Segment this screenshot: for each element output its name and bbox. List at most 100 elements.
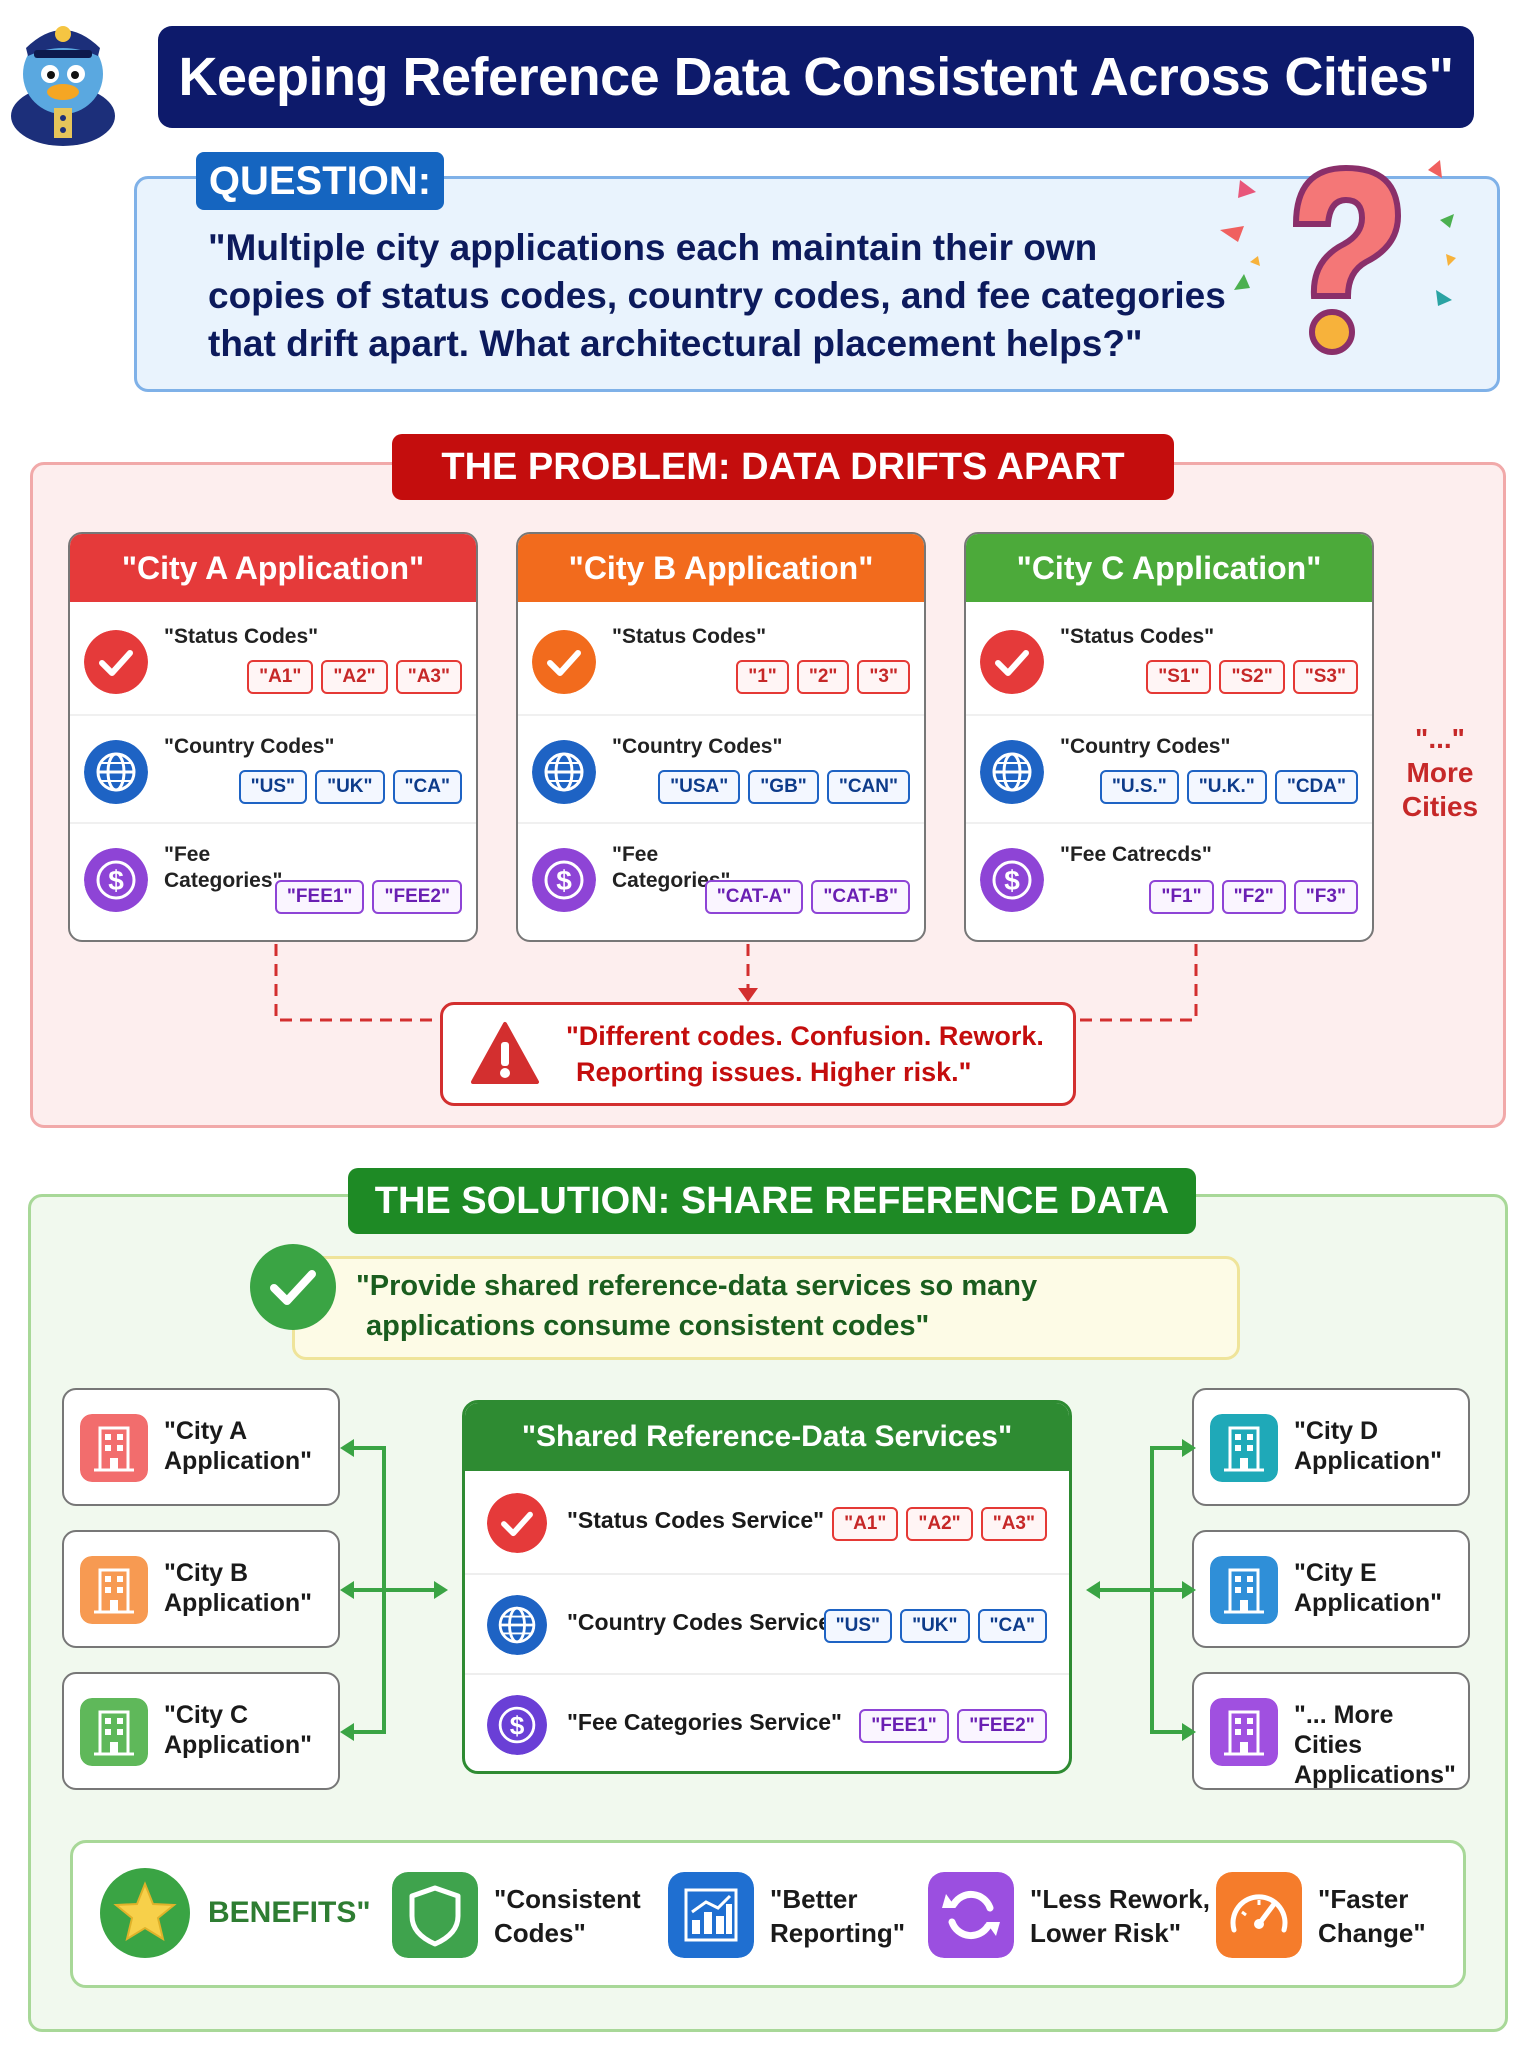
benefit-label-line: "Consistent bbox=[494, 1884, 641, 1914]
row-label: "Country Codes" bbox=[612, 735, 783, 758]
check-icon bbox=[532, 630, 596, 694]
benefit-label-line: Codes" bbox=[494, 1918, 586, 1948]
benefit-label: "Consistent Codes" bbox=[494, 1882, 641, 1950]
provide-line: applications consume consistent codes" bbox=[366, 1310, 930, 1342]
country-codes-row: "Country Codes" "US" "UK" "CA" bbox=[70, 714, 476, 822]
status-codes-row: "Status Codes" "S1" "S2" "S3" bbox=[966, 606, 1372, 714]
code-chip: "US" bbox=[238, 770, 308, 804]
code-chip: "CAN" bbox=[826, 770, 910, 804]
benefit-label-line: Change" bbox=[1318, 1918, 1426, 1948]
shared-services-title: "Shared Reference-Data Services" bbox=[465, 1403, 1069, 1471]
code-chip: "CDA" bbox=[1274, 770, 1358, 804]
check-icon bbox=[250, 1244, 336, 1330]
code-chip: "A1" bbox=[832, 1507, 899, 1541]
svg-text:$: $ bbox=[556, 865, 572, 896]
building-icon bbox=[80, 1414, 148, 1482]
question-line: that drift apart. What architectural pla… bbox=[208, 323, 1143, 364]
country-codes-row: "Country Codes" "USA" "GB" "CAN" bbox=[518, 714, 924, 822]
service-label: "Fee Categories Service" bbox=[567, 1709, 842, 1735]
code-chip: "CA" bbox=[392, 770, 462, 804]
city-card-title: "City C Application" bbox=[966, 534, 1372, 602]
benefit-label: "Less Rework, Lower Risk" bbox=[1030, 1882, 1210, 1950]
question-line: "Multiple city applications each maintai… bbox=[208, 227, 1098, 268]
benefit-label-line: "Better bbox=[770, 1884, 858, 1914]
globe-icon bbox=[84, 740, 148, 804]
city-b-card: "City B Application" "Status Codes" "1" … bbox=[516, 532, 926, 942]
code-chip: "F1" bbox=[1149, 880, 1214, 914]
fee-categories-row: $ "Fee Catrecds" "F1" "F2" "F3" bbox=[966, 822, 1372, 930]
benefit-label-line: Lower Risk" bbox=[1030, 1918, 1182, 1948]
check-icon bbox=[84, 630, 148, 694]
city-a-card: "City A Application" "Status Codes" "A1"… bbox=[68, 532, 478, 942]
fee-categories-service-row: $ "Fee Categories Service" "FEE1" "FEE2" bbox=[465, 1673, 1069, 1771]
row-label: "Country Codes" bbox=[1060, 735, 1231, 758]
code-chip: "1" bbox=[736, 660, 789, 694]
code-chip: "UK" bbox=[900, 1609, 970, 1643]
question-panel bbox=[134, 176, 1500, 392]
code-chip: "A3" bbox=[395, 660, 462, 694]
app-label-line: "City C bbox=[164, 1701, 249, 1729]
building-icon bbox=[1210, 1556, 1278, 1624]
code-chip: "2" bbox=[796, 660, 850, 694]
code-chip: "FEE2" bbox=[372, 880, 462, 914]
code-chip: "UK" bbox=[315, 770, 385, 804]
building-icon bbox=[1210, 1414, 1278, 1482]
code-chip: "U.S." bbox=[1099, 770, 1179, 804]
country-codes-service-row: "Country Codes Service" "US" "UK" "CA" bbox=[465, 1573, 1069, 1673]
code-chip: "FEE1" bbox=[274, 880, 365, 914]
page-title: Keeping Reference Data Consistent Across… bbox=[158, 26, 1474, 128]
row-label-line: "Fee bbox=[164, 843, 211, 866]
app-label-line: Application" bbox=[164, 1589, 312, 1617]
app-label-line: "City B bbox=[164, 1559, 249, 1587]
benefit-label-line: "Faster bbox=[1318, 1884, 1409, 1914]
code-chip: "FEE1" bbox=[859, 1709, 949, 1743]
row-label: "Fee Catrecds" bbox=[1060, 842, 1212, 868]
code-chip: "S1" bbox=[1146, 660, 1212, 694]
warning-icon bbox=[471, 1022, 539, 1084]
code-chip: "GB" bbox=[748, 770, 819, 804]
shared-services-card: "Shared Reference-Data Services" "Status… bbox=[462, 1400, 1072, 1774]
bar-chart-icon bbox=[668, 1872, 754, 1958]
benefits-title: BENEFITS" bbox=[208, 1896, 371, 1929]
question-mark-icon bbox=[1220, 160, 1456, 355]
code-chip: "F2" bbox=[1221, 880, 1286, 914]
code-chip: "A2" bbox=[321, 660, 388, 694]
solution-tag: THE SOLUTION: SHARE REFERENCE DATA bbox=[348, 1168, 1196, 1234]
question-text: "Multiple city applications each maintai… bbox=[208, 224, 1238, 368]
shield-icon bbox=[392, 1872, 478, 1958]
code-chip: "A1" bbox=[247, 660, 314, 694]
app-label-line: Application" bbox=[1294, 1447, 1442, 1475]
svg-text:$: $ bbox=[108, 865, 124, 896]
row-label: "Country Codes" bbox=[164, 735, 335, 758]
code-chip: "USA" bbox=[658, 770, 741, 804]
question-line: copies of status codes, country codes, a… bbox=[208, 275, 1226, 316]
row-label-line: Categories" bbox=[612, 869, 731, 892]
code-chip: "CAT-A" bbox=[704, 880, 804, 914]
code-chip: "FEE2" bbox=[957, 1709, 1047, 1743]
app-label-line: Applications" bbox=[1294, 1761, 1456, 1789]
speedometer-icon bbox=[1216, 1872, 1302, 1958]
refresh-icon bbox=[928, 1872, 1014, 1958]
question-tag: QUESTION: bbox=[196, 152, 444, 210]
star-icon bbox=[100, 1868, 190, 1958]
check-icon bbox=[980, 630, 1044, 694]
warning-line: Reporting issues. Higher risk." bbox=[576, 1057, 972, 1087]
globe-icon bbox=[532, 740, 596, 804]
benefit-label-line: "Less Rework, bbox=[1030, 1884, 1210, 1914]
code-chip: "A2" bbox=[906, 1507, 973, 1541]
benefit-label: "Faster Change" bbox=[1318, 1882, 1426, 1950]
more-line: More bbox=[1406, 757, 1474, 788]
building-icon bbox=[80, 1698, 148, 1766]
status-codes-service-row: "Status Codes Service" "A1" "A2" "A3" bbox=[465, 1473, 1069, 1573]
warning-text: "Different codes. Confusion. Rework. Rep… bbox=[566, 1018, 1066, 1090]
app-label-line: "... More Cities bbox=[1294, 1701, 1394, 1759]
code-chip: "CAT-B" bbox=[811, 880, 910, 914]
code-chip: "S3" bbox=[1292, 660, 1358, 694]
